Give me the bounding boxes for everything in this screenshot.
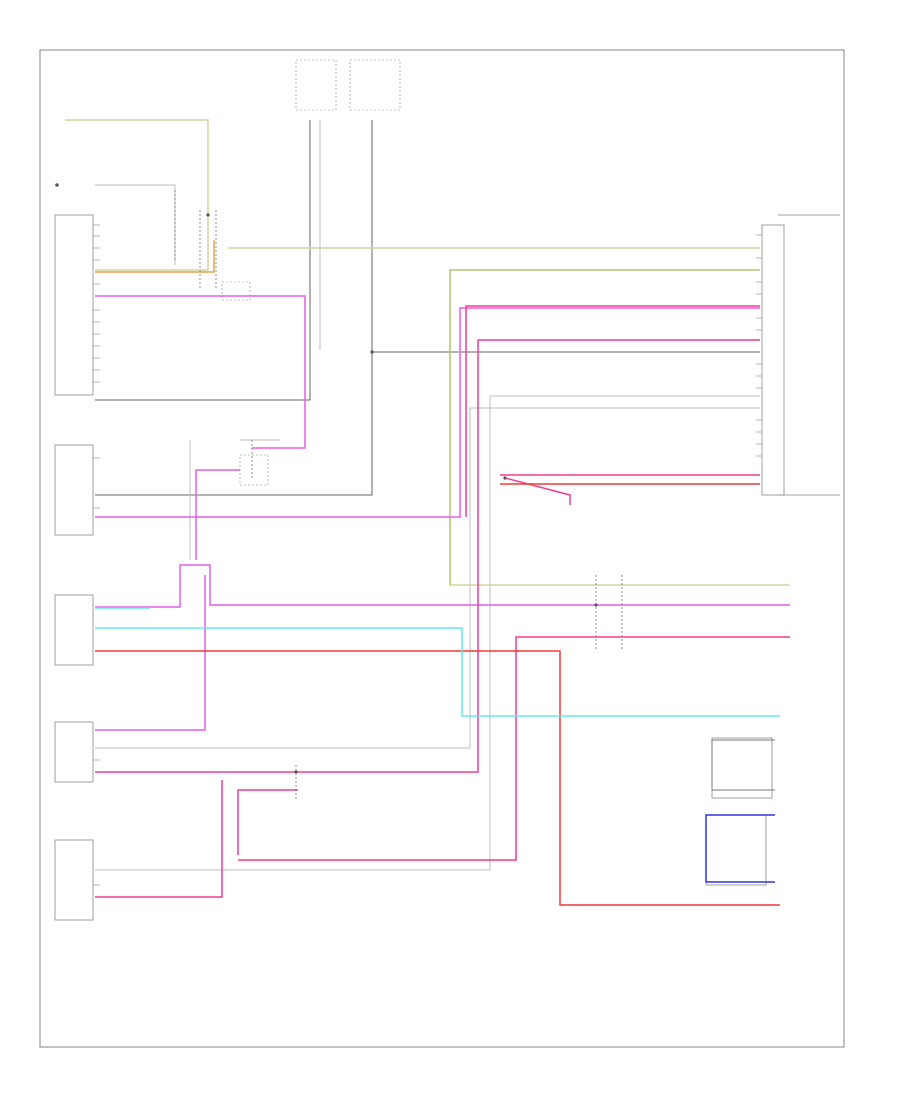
- wire-magenta-4: [95, 564, 790, 608]
- wire-pink-5: [95, 780, 223, 898]
- junction-box: [239, 454, 269, 486]
- diagram-border: [39, 49, 845, 1048]
- pink-wires: [95, 305, 790, 898]
- wire-pink-7: [238, 636, 790, 861]
- wire-yellow-green-1: [449, 269, 760, 585]
- wire-gray-4: [95, 184, 176, 265]
- cyan-wires: [95, 607, 780, 717]
- relay-box: [221, 281, 251, 301]
- splice-3: [503, 476, 507, 480]
- wire-red-1: [95, 650, 780, 906]
- wire-pink-1: [465, 305, 760, 517]
- splice-5: [294, 770, 298, 774]
- left-connector-2: [54, 444, 94, 536]
- left-connector-3: [54, 594, 94, 666]
- black-wires: [95, 120, 760, 496]
- wire-black-loop: [711, 739, 775, 791]
- wire-pink-4: [504, 477, 571, 505]
- right-connector-b: [705, 814, 767, 886]
- wire-black-2: [95, 120, 373, 496]
- left-main-connector: [54, 214, 94, 396]
- fuse-box-top-right: [349, 59, 401, 111]
- wire-pink-2: [95, 339, 760, 773]
- wire-yellow-1: [65, 119, 209, 271]
- right-main-connector: [761, 224, 785, 496]
- wire-gray-2: [95, 407, 760, 749]
- wire-pink-6: [237, 789, 298, 855]
- splice-1: [206, 213, 210, 217]
- magenta-wires: [95, 295, 790, 731]
- left-connector-4: [54, 721, 94, 783]
- right-connector-a: [711, 737, 773, 799]
- wire-black-1: [95, 120, 311, 401]
- right-pin-ticks: [756, 234, 762, 457]
- pin-ticks: [93, 224, 100, 886]
- wire-magenta-1: [95, 295, 306, 449]
- wire-magenta-5: [95, 575, 206, 731]
- wire-magenta-3: [95, 307, 760, 518]
- yellow-wires: [65, 119, 790, 586]
- wire-cyan-1: [95, 627, 780, 717]
- component-boxes: [221, 59, 401, 486]
- wire-gray-3: [95, 395, 760, 871]
- red-wires: [95, 483, 780, 906]
- connector-markers: [174, 190, 623, 800]
- wire-magenta-2: [195, 469, 240, 560]
- wire-orange-1: [95, 240, 215, 273]
- wire-blue-loop: [705, 814, 775, 883]
- splice-2: [370, 350, 374, 354]
- fuse-box-top-left: [295, 59, 337, 111]
- splice-points: [55, 183, 598, 774]
- connector-blocks: [54, 214, 785, 921]
- splice-6: [55, 183, 59, 187]
- left-connector-5: [54, 839, 94, 921]
